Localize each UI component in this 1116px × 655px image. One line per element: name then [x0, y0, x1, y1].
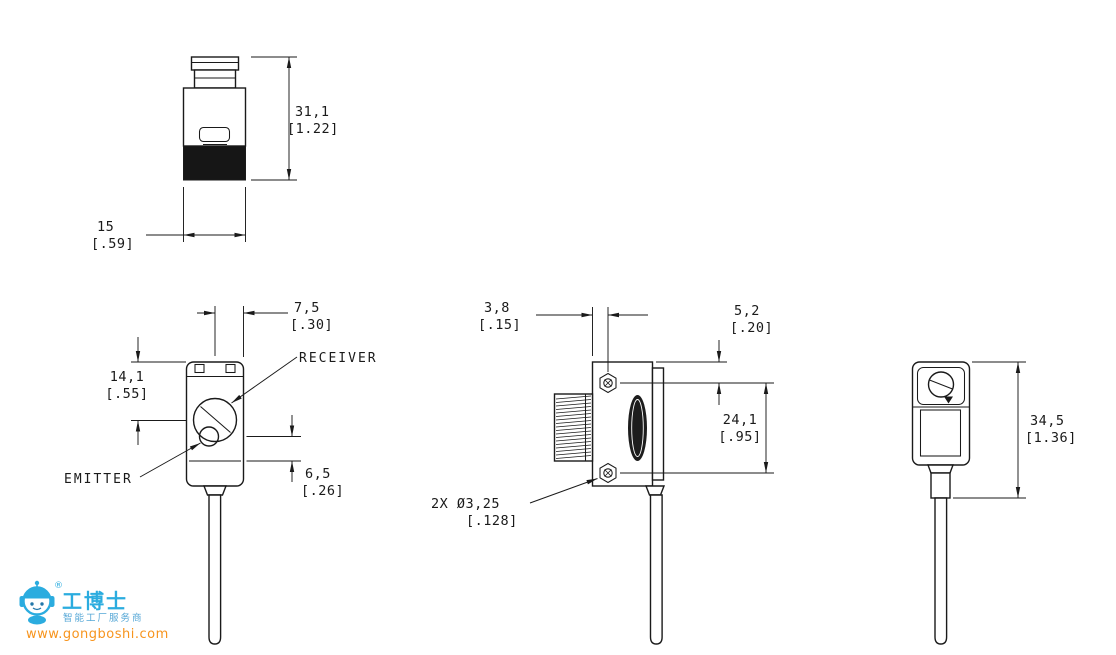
mounting-slot-left	[194, 363, 205, 374]
dim-back-height-mm: 34,5	[1030, 413, 1065, 429]
sensor-body-outline	[182, 87, 247, 147]
gongboshi-mascot-icon	[19, 580, 55, 625]
dim-top-width-mm: 15	[97, 219, 114, 235]
dim-holes-mm: 2X Ø3,25	[431, 496, 500, 512]
adjustment-bezel	[916, 366, 966, 406]
logo-tagline: 智能工厂服务商	[63, 613, 144, 624]
mounting-slot-right	[225, 363, 236, 374]
indicator-triangle	[944, 396, 953, 404]
dim-back-height-in: [1.36]	[1025, 430, 1077, 446]
front-view-body	[185, 361, 245, 645]
logo-brand-text: 工博士	[62, 589, 128, 613]
side-view: 3,8 [.15] 5,2 [.20] 24,1 [.95] 2X Ø3,25 …	[431, 300, 774, 645]
dimension-receiver-position: 14,1 [.55]	[105, 337, 187, 445]
emitter-lens-circle	[198, 426, 220, 447]
dimension-top-width: 15 [.59]	[91, 187, 246, 252]
sensing-face	[183, 145, 246, 181]
cable	[649, 494, 663, 645]
dim-top-height-in: [1.22]	[287, 121, 339, 137]
callout-mounting-holes: 2X Ø3,25 [.128]	[431, 478, 598, 529]
dim-holes-in: [.128]	[466, 513, 518, 529]
strain-relief	[644, 485, 666, 496]
dim-hole-top-in: [.20]	[730, 320, 773, 336]
dim-hole-top-mm: 5,2	[734, 303, 760, 319]
registered-mark: ®	[54, 581, 63, 591]
mounting-hole-top	[599, 372, 617, 394]
dim-emitter-mm: 6,5	[305, 466, 331, 482]
dim-top-height-mm: 31,1	[295, 104, 330, 120]
dim-top-width-in: [.59]	[91, 236, 134, 252]
mounting-hole-bottom	[599, 462, 617, 484]
strain-relief	[926, 464, 955, 474]
cable	[934, 497, 948, 645]
front-face-plate	[651, 367, 665, 481]
dimension-lens-offset: 7,5 [.30]	[197, 300, 333, 357]
top-view-body	[182, 56, 247, 181]
dim-hole-span-mm: 24,1	[723, 412, 758, 428]
logo-url: www.gongboshi.com	[26, 627, 169, 642]
dim-emitter-in: [.26]	[301, 483, 344, 499]
dim-hole-span-in: [.95]	[718, 429, 761, 445]
dim-receiver-in: [.55]	[105, 386, 148, 402]
dimension-top-height: 31,1 [1.22]	[251, 56, 339, 181]
dimension-emitter-position: 6,5 [.26]	[246, 415, 344, 499]
connector-slot	[198, 126, 231, 143]
cable	[208, 494, 222, 645]
adjustment-screw	[927, 371, 955, 398]
clamp-cap	[190, 56, 240, 71]
dim-offset-mm: 7,5	[294, 300, 320, 316]
dimension-hole-span: 24,1 [.95]	[620, 383, 774, 474]
back-view-body	[911, 361, 971, 645]
dim-offset-in: [.30]	[290, 317, 333, 333]
threaded-stud	[553, 393, 594, 462]
dim-receiver-mm: 14,1	[110, 369, 145, 385]
dim-lens-offset-in: [.15]	[478, 317, 521, 333]
label-receiver: RECEIVER	[231, 351, 378, 404]
receiver-lens-circle	[192, 397, 238, 443]
dim-lens-offset-mm: 3,8	[484, 300, 510, 316]
dimension-lens-depth: 3,8 [.15]	[478, 300, 648, 372]
dimension-back-height: 34,5 [1.36]	[953, 361, 1077, 499]
receiver-label: RECEIVER	[299, 351, 378, 366]
label-emitter: EMITTER	[64, 442, 201, 487]
strain-relief	[202, 485, 228, 496]
front-view: 7,5 [.30] 14,1 [.55] 6,5 [.26] RECEIVER …	[64, 300, 378, 645]
brand-oval-badge	[628, 395, 647, 461]
dimension-hole-top: 5,2 [.20]	[620, 303, 774, 405]
top-view: 31,1 [1.22] 15 [.59]	[91, 56, 339, 252]
clamp-neck	[193, 69, 237, 89]
label-area	[919, 409, 962, 457]
cable-bushing	[930, 472, 951, 499]
emitter-label: EMITTER	[64, 472, 133, 487]
sensor-body-outline	[185, 361, 245, 487]
back-view: 34,5 [1.36]	[911, 361, 1077, 645]
